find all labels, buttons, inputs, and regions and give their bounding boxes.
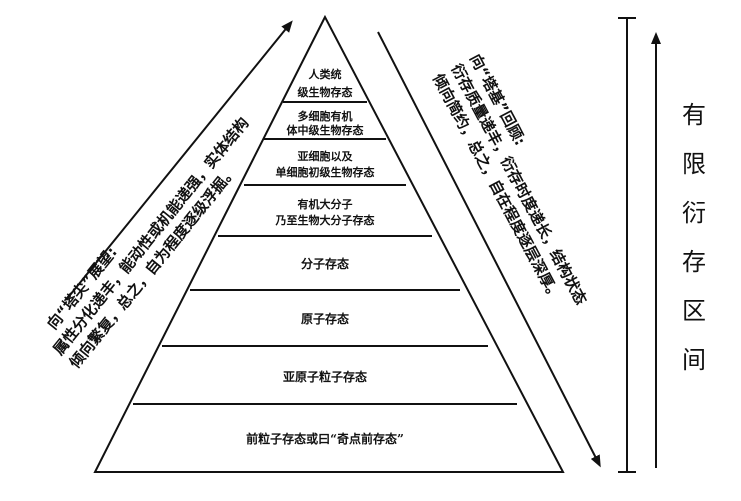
right-down-arrow xyxy=(377,31,601,468)
level-label: 亚细胞以及 xyxy=(298,149,354,163)
vertical-char: 区 xyxy=(682,297,706,325)
level-label: 乃至生物大分子存态 xyxy=(275,213,375,227)
pyramid-levels: 人类统 级生物存态 多细胞有机 体中级生物存态 亚细胞以及 单细胞初级生物存态 … xyxy=(246,67,404,446)
level-label: 前粒子存态或曰“奇点前存态” xyxy=(246,431,404,446)
level-label: 有机大分子 xyxy=(298,197,353,211)
vertical-char: 衍 xyxy=(682,199,706,227)
right-text-line: 衍存质量递丰，衍存时度递长，结构状态 xyxy=(447,60,590,308)
level-label: 亚原子粒子存态 xyxy=(283,369,367,384)
vertical-char: 有 xyxy=(682,101,706,129)
left-up-arrow xyxy=(65,20,293,301)
level-label: 原子存态 xyxy=(301,311,349,326)
level-label: 多细胞有机 xyxy=(298,109,353,123)
vertical-char: 间 xyxy=(682,346,706,374)
pyramid-outline xyxy=(93,14,565,473)
level-label: 体中级生物存态 xyxy=(287,123,364,137)
level-label: 分子存态 xyxy=(301,256,349,271)
range-bracket xyxy=(618,17,636,473)
level-label: 级生物存态 xyxy=(297,85,353,99)
level-dividers xyxy=(133,101,517,405)
vertical-char: 存 xyxy=(682,248,706,276)
vertical-char: 限 xyxy=(682,150,706,178)
vertical-label: 有 限 衍 存 区 间 xyxy=(682,101,706,374)
level-label: 单细胞初级生物存态 xyxy=(276,165,375,179)
level-label: 人类统 xyxy=(309,67,342,81)
